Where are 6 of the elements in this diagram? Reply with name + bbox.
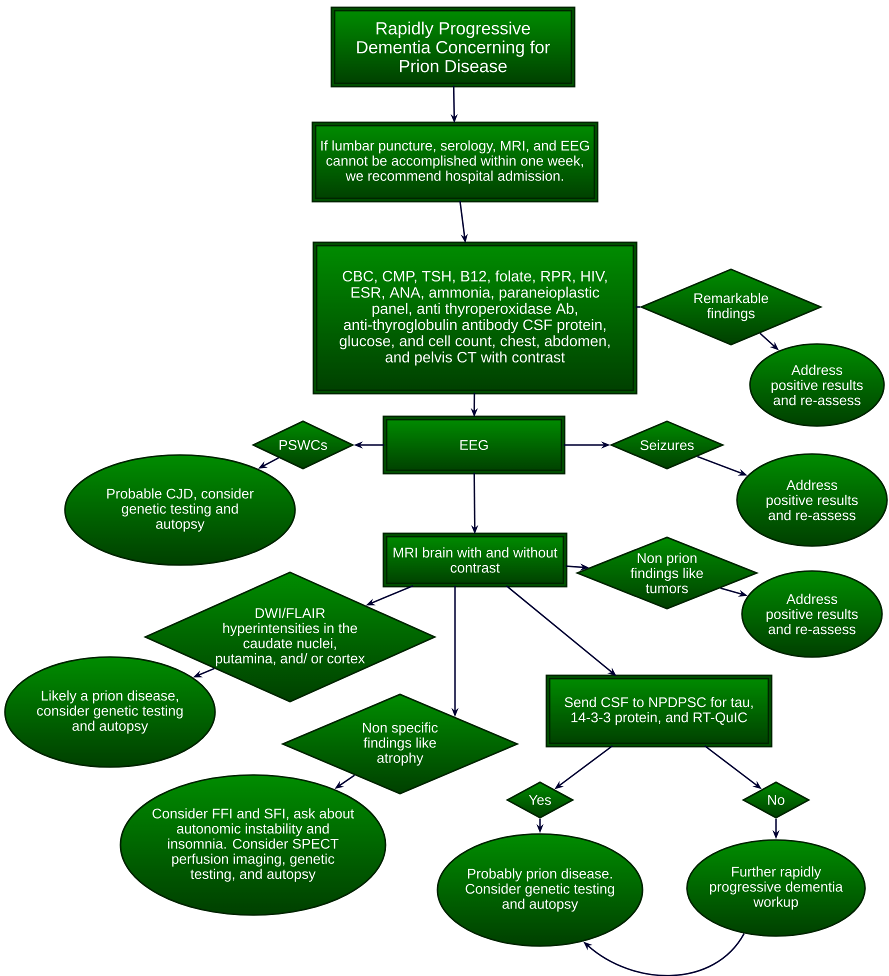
- process-box: EEG: [382, 416, 566, 474]
- process-box: Rapidly Progressive Dementia Concerning for Prion Disease: [330, 6, 576, 88]
- process-box: MRI brain with and without contrast: [382, 532, 568, 588]
- process-box: If lumbar puncture, serology, MRI, and EEG cannot be accomplished within one week, we recommend hospital admission.: [312, 122, 598, 202]
- process-box: Send CSF to NPDPSC for tau, 14-3-3 protein, and RT-QuIC: [546, 674, 772, 748]
- process-box: CBC, CMP, TSH, B12, folate, RPR, HIV, ESR, ANA, ammonia, paraneioplastic panel, anti thyroperoxidase Ab, anti-thyroglobulin antibody CSF protein, glucose, and cell count, chest, abdomen, and pelvis CT with contrast: [312, 242, 638, 394]
